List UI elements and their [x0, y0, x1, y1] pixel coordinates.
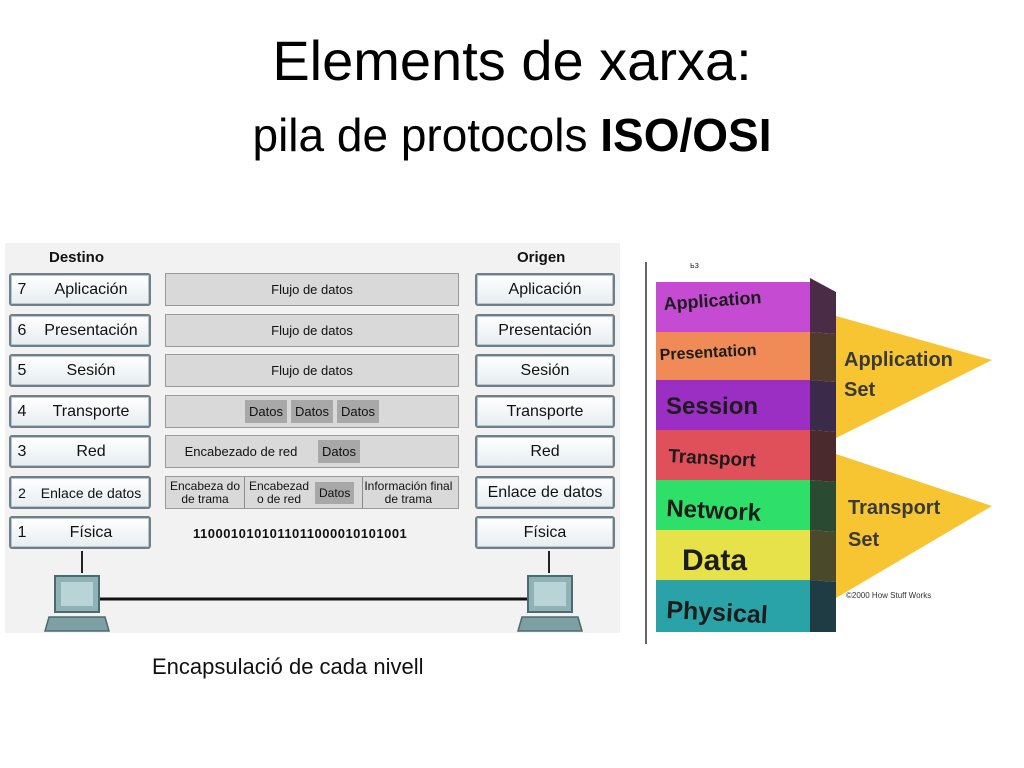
data-chip: Datos — [315, 481, 355, 504]
slide-subtitle: pila de protocols ISO/OSI — [0, 108, 1024, 162]
destination-label: Destino — [49, 249, 105, 266]
stack-label-session: Session — [666, 393, 758, 420]
slide-title: Elements de xarxa: — [272, 29, 752, 92]
layer-name: Presentación — [498, 321, 592, 339]
link-frame: Encabeza do de trama Encabezad o de red … — [165, 476, 459, 509]
layer-name: Aplicación — [54, 280, 128, 298]
dest-layer-7: 7 Aplicación — [9, 273, 151, 306]
layer-name: Física — [523, 523, 567, 541]
origin-layer-2: Enlace de datos — [475, 476, 615, 509]
application-set-label-2: Set — [844, 379, 875, 401]
copyright-text: ©2000 How Stuff Works — [846, 591, 931, 600]
osi-stack-graphic: ьз Application Presentation Session Tran… — [645, 260, 992, 644]
origin-layer-4: Transporte — [475, 395, 615, 428]
layer-name: Transporte — [52, 402, 130, 420]
layer-name: Física — [69, 523, 113, 541]
layer-number: 5 — [17, 361, 27, 379]
origin-layer-6: Presentación — [475, 314, 615, 347]
stack-label-physical: Physical — [666, 596, 769, 629]
frame-header: Encabeza do de trama — [166, 477, 245, 508]
data-flow-6: Flujo de datos — [165, 314, 459, 347]
origin-layer-3: Red — [475, 435, 615, 468]
data-chip: Datos — [318, 440, 360, 463]
dest-layer-3: 3 Red — [9, 435, 151, 468]
layer-number: 2 — [18, 484, 26, 501]
layer-name: Sesión — [66, 361, 116, 379]
stack-block-data — [656, 530, 810, 580]
transport-set-label-2: Set — [848, 529, 879, 551]
stack-block-physical — [656, 580, 810, 632]
layer-name: Red — [530, 442, 560, 460]
stack-label-network: Network — [666, 495, 763, 527]
bit-stream: 1100010101011011000010101001 — [193, 526, 408, 541]
subtitle-text: pila de protocols — [252, 109, 601, 161]
stack-block-network — [656, 480, 810, 530]
transport-segments: Datos Datos Datos — [165, 395, 459, 428]
origin-layer-5: Sesión — [475, 354, 615, 387]
layer-name: Enlace de datos — [487, 483, 603, 501]
data-flow-7: Flujo de datos — [165, 273, 459, 306]
stack-block-presentation — [656, 332, 810, 380]
layer-number: 7 — [17, 280, 27, 298]
stack-label-data: Data — [682, 544, 747, 577]
dest-layer-6: 6 Presentación — [9, 314, 151, 347]
layer-name: Transporte — [506, 402, 584, 420]
stack-label-presentation: Presentation — [659, 342, 757, 364]
stack-block-application — [656, 282, 810, 332]
dest-layer-4: 4 Transporte — [9, 395, 151, 428]
frame-network-header: Encabezad o de red — [248, 478, 310, 506]
dest-layer-2: 2 Enlace de datos — [9, 476, 151, 509]
computer-icon — [517, 575, 583, 632]
layer-name: Red — [76, 442, 106, 460]
data-chip: Datos — [291, 400, 333, 423]
encapsulation-diagram: Destino Origen 7 Aplicación 6 Presentación… — [5, 243, 620, 633]
application-set-label-1: Application — [844, 349, 953, 371]
layer-number: 3 — [17, 442, 27, 460]
layer-name: Sesión — [520, 361, 570, 379]
layer-number: 4 — [17, 402, 27, 420]
layer-name: Aplicación — [508, 280, 582, 298]
origin-layer-7: Aplicación — [475, 273, 615, 306]
data-flow-5: Flujo de datos — [165, 354, 459, 387]
network-header: Encabezado de red — [184, 444, 298, 459]
origin-label: Origen — [517, 249, 566, 266]
stack-label-transport: Transport — [668, 446, 757, 472]
computer-icon — [44, 575, 110, 632]
layer-number: 1 — [17, 523, 27, 541]
dest-layer-1: 1 Física — [9, 516, 151, 549]
transport-set-label-1: Transport — [848, 497, 941, 519]
data-chip: Datos — [245, 400, 288, 423]
frame-trailer: Información final de trama — [362, 477, 453, 508]
stack-block-session — [656, 380, 810, 430]
layer-name: Presentación — [44, 321, 138, 339]
stack-block-transport — [656, 430, 810, 480]
small-mark: ьз — [690, 260, 699, 270]
network-cable-graphic — [44, 551, 583, 632]
transport-set-arrow — [836, 454, 992, 598]
origin-layer-1: Física — [475, 516, 615, 549]
layer-number: 6 — [17, 321, 27, 339]
diagram-caption: Encapsulació de cada nivell — [152, 654, 424, 679]
layer-name: Enlace de datos — [40, 484, 142, 501]
subtitle-bold: ISO/OSI — [600, 109, 772, 161]
network-packet: Encabezado de red Datos — [165, 435, 459, 468]
application-set-arrow — [836, 316, 992, 438]
data-chip: Datos — [336, 400, 379, 423]
dest-layer-5: 5 Sesión — [9, 354, 151, 387]
